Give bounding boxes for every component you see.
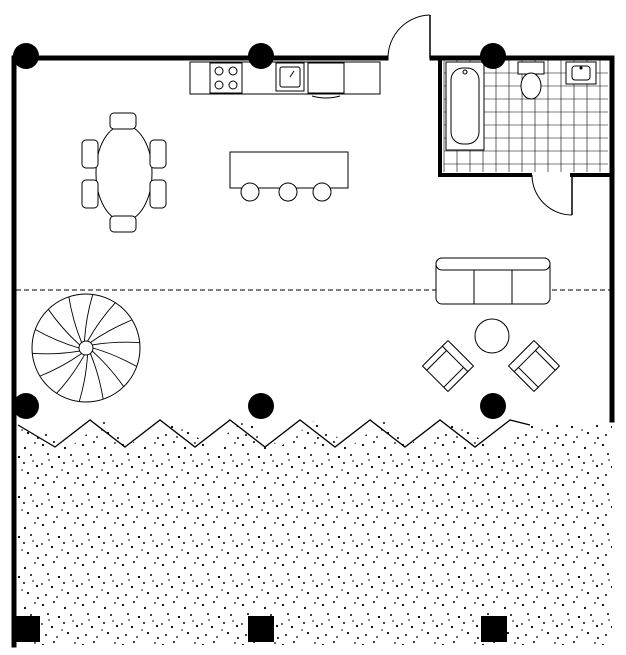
stair-tread bbox=[68, 296, 83, 343]
stair-tread bbox=[32, 350, 80, 355]
stair-tread bbox=[92, 350, 125, 387]
stair-tread bbox=[89, 353, 104, 400]
terrace bbox=[17, 419, 612, 645]
kitchen-island bbox=[229, 151, 349, 202]
stair-tread bbox=[47, 309, 80, 346]
kitchen-sink-icon bbox=[275, 62, 305, 92]
dining-set bbox=[81, 112, 167, 233]
fridge-icon bbox=[307, 62, 345, 99]
stair-tread bbox=[35, 329, 80, 349]
stair-tread bbox=[90, 319, 133, 343]
round-table-icon bbox=[474, 318, 510, 354]
terrace-zigzag-edge bbox=[17, 419, 531, 448]
stair-tread bbox=[78, 354, 89, 402]
stair-tread bbox=[92, 347, 137, 367]
stair-tread bbox=[87, 302, 116, 342]
walls bbox=[11, 55, 615, 648]
terrace-surface bbox=[18, 420, 612, 645]
stair-tread bbox=[39, 353, 82, 377]
cooktop-icon bbox=[209, 62, 243, 94]
spiral-stair-icon bbox=[31, 293, 141, 403]
entry-door bbox=[387, 14, 431, 59]
stair-tread bbox=[92, 341, 140, 346]
armchair-icon bbox=[421, 339, 561, 393]
stair-tread bbox=[56, 354, 85, 394]
dining-chair bbox=[81, 112, 167, 233]
bathroom-door bbox=[531, 174, 573, 216]
column-icon bbox=[13, 43, 507, 642]
sofa-icon bbox=[435, 257, 551, 305]
kitchen-counter bbox=[189, 61, 381, 99]
sink-icon bbox=[565, 61, 597, 85]
toilet-icon bbox=[517, 61, 545, 100]
bathtub-icon bbox=[445, 61, 485, 151]
stair-tread bbox=[83, 294, 94, 342]
